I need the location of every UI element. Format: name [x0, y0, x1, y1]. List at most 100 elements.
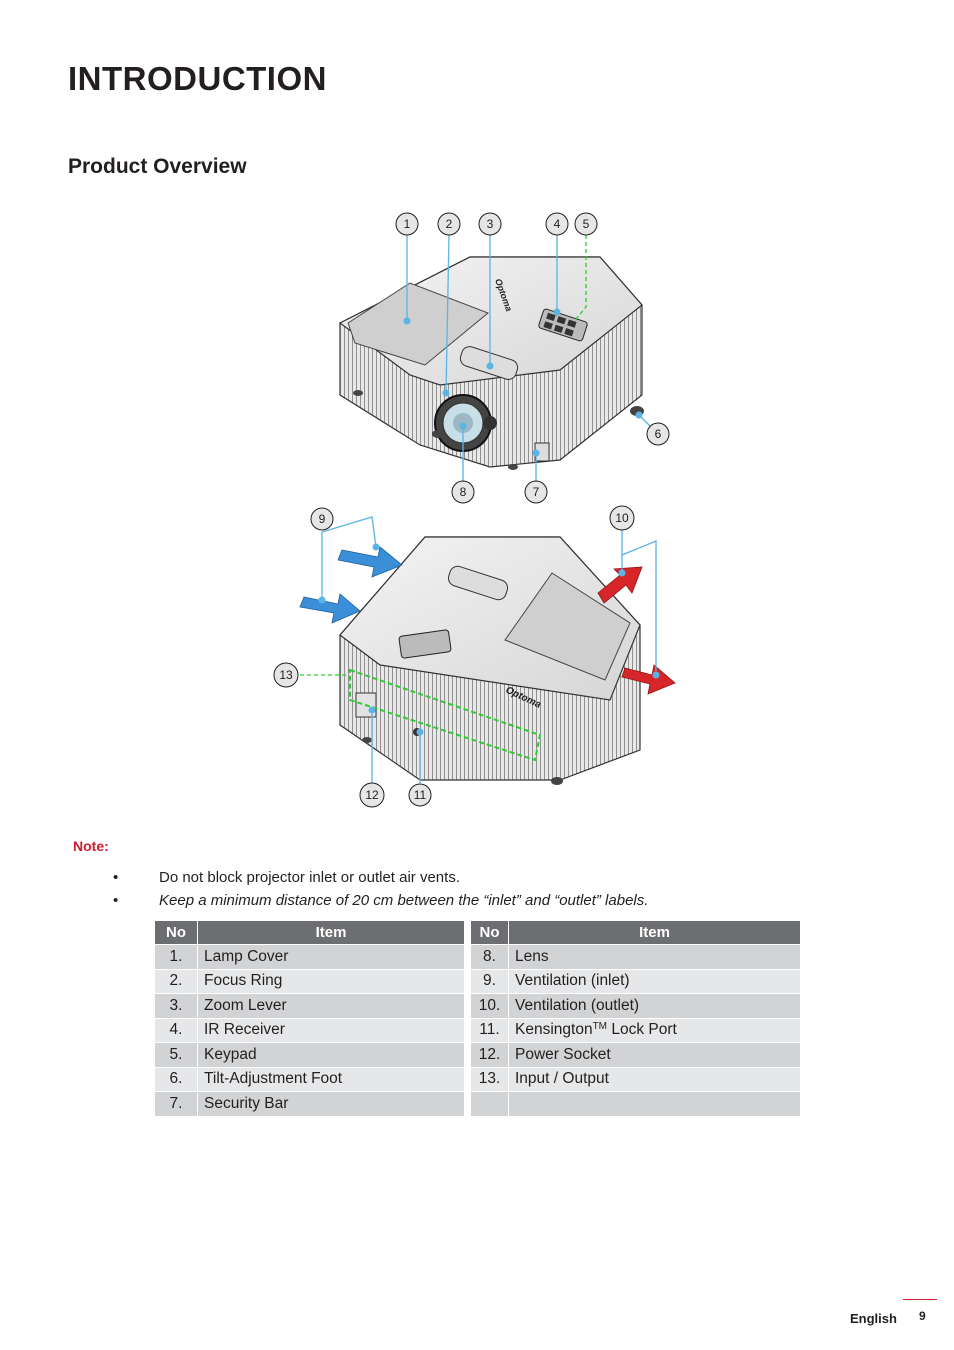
callout-8: 8	[451, 480, 475, 504]
svg-text:13: 13	[279, 668, 293, 682]
svg-text:1: 1	[404, 217, 411, 231]
page-title: INTRODUCTION	[68, 60, 327, 97]
table-header-row: No Item	[155, 921, 464, 944]
cell-item: Lamp Cover	[198, 945, 464, 969]
table-row: 6.Tilt-Adjustment Foot	[155, 1067, 464, 1091]
cell-no: 12.	[471, 1043, 509, 1067]
cell-item: Input / Output	[509, 1067, 800, 1091]
svg-text:7: 7	[533, 485, 540, 499]
column-header-no: No	[471, 921, 509, 944]
callout-11: 11	[408, 783, 432, 807]
cell-no: 6.	[155, 1067, 198, 1091]
table-row	[471, 1092, 800, 1116]
table-row: 12.Power Socket	[471, 1043, 800, 1067]
cell-item: KensingtonTM Lock Port	[509, 1018, 800, 1042]
svg-text:9: 9	[319, 512, 326, 526]
projector-rear-view: Optoma	[339, 536, 641, 785]
svg-text:6: 6	[655, 427, 662, 441]
callout-3: 3	[478, 212, 502, 236]
projector-front-view: Optoma	[338, 256, 644, 470]
callout-5: 5	[574, 212, 598, 236]
callout-4: 4	[545, 212, 569, 236]
cell-item: Ventilation (outlet)	[509, 994, 800, 1018]
footer-accent-rule	[903, 1299, 937, 1300]
cell-no: 13.	[471, 1067, 509, 1091]
cell-item: Lens	[509, 945, 800, 969]
cell-item: Ventilation (inlet)	[509, 969, 800, 993]
svg-text:10: 10	[615, 511, 629, 525]
table-row: 11.KensingtonTM Lock Port	[471, 1018, 800, 1042]
cell-no: 10.	[471, 994, 509, 1018]
cell-no: 1.	[155, 945, 198, 969]
svg-text:5: 5	[583, 217, 590, 231]
callout-1: 1	[395, 212, 419, 236]
callout-2: 2	[437, 212, 461, 236]
svg-text:4: 4	[554, 217, 561, 231]
table-row: 8.Lens	[471, 945, 800, 969]
cell-no: 4.	[155, 1018, 198, 1042]
table-row: 5.Keypad	[155, 1043, 464, 1067]
cell-item: Power Socket	[509, 1043, 800, 1067]
svg-text:3: 3	[487, 217, 494, 231]
parts-table-left: No Item 1.Lamp Cover 2.Focus Ring 3.Zoom…	[155, 920, 464, 1117]
bullet-symbol: •	[113, 869, 119, 886]
cell-no: 7.	[155, 1092, 198, 1116]
lamp-cover-rear	[504, 572, 631, 681]
lamp-cover	[347, 282, 489, 366]
table-row: 10.Ventilation (outlet)	[471, 994, 800, 1018]
callout-9: 9	[310, 507, 334, 531]
item-text-suffix: Lock Port	[607, 1021, 677, 1039]
footer-language: English	[850, 1311, 897, 1326]
table-header-row: No Item	[471, 921, 800, 944]
svg-text:8: 8	[460, 485, 467, 499]
parts-table-right: No Item 8.Lens 9.Ventilation (inlet) 10.…	[471, 920, 800, 1117]
callout-leaders	[321, 234, 657, 783]
input-output-highlight	[349, 668, 542, 762]
svg-text:11: 11	[414, 788, 427, 802]
svg-text:2: 2	[446, 217, 453, 231]
ir-receiver	[483, 416, 497, 430]
table-row: 1.Lamp Cover	[155, 945, 464, 969]
cell-item: IR Receiver	[198, 1018, 464, 1042]
inlet-arrows	[299, 546, 403, 624]
table-row: 9.Ventilation (inlet)	[471, 969, 800, 993]
note-text: Do not block projector inlet or outlet a…	[159, 869, 460, 886]
cell-no: 5.	[155, 1043, 198, 1067]
cell-no: 3.	[155, 994, 198, 1018]
table-row: 3.Zoom Lever	[155, 994, 464, 1018]
note-text: Keep a minimum distance of 20 cm between…	[159, 892, 649, 909]
column-header-no: No	[155, 921, 198, 944]
cell-item: Security Bar	[198, 1092, 464, 1116]
page-number: 9	[919, 1309, 926, 1323]
cell-item: Keypad	[198, 1043, 464, 1067]
keypad	[538, 308, 588, 342]
table-row: 7.Security Bar	[155, 1092, 464, 1116]
callout-10: 10	[609, 505, 635, 531]
table-row: 2.Focus Ring	[155, 969, 464, 993]
cell-item: Focus Ring	[198, 969, 464, 993]
column-header-item: Item	[198, 921, 464, 944]
cell-no: 2.	[155, 969, 198, 993]
projector-diagram: Optoma Optoma	[273, 212, 676, 808]
callout-6: 6	[646, 422, 670, 446]
svg-text:12: 12	[365, 788, 379, 802]
table-row: 13.Input / Output	[471, 1067, 800, 1091]
note-label: Note:	[73, 838, 109, 854]
cell-no: 9.	[471, 969, 509, 993]
callout-13: 13	[273, 662, 299, 688]
callout-12: 12	[359, 782, 385, 808]
cell-item	[509, 1092, 800, 1116]
callout-7: 7	[524, 480, 548, 504]
column-header-item: Item	[509, 921, 800, 944]
trademark-superscript: TM	[592, 1021, 608, 1033]
cell-item: Tilt-Adjustment Foot	[198, 1067, 464, 1091]
rear-keypad	[398, 629, 452, 659]
cell-no: 11.	[471, 1018, 509, 1042]
table-row: 4.IR Receiver	[155, 1018, 464, 1042]
item-text: Kensington	[515, 1021, 593, 1039]
cell-no: 8.	[471, 945, 509, 969]
cell-item: Zoom Lever	[198, 994, 464, 1018]
cell-no	[471, 1092, 509, 1116]
bullet-symbol: •	[113, 892, 119, 909]
section-title: Product Overview	[68, 155, 247, 178]
